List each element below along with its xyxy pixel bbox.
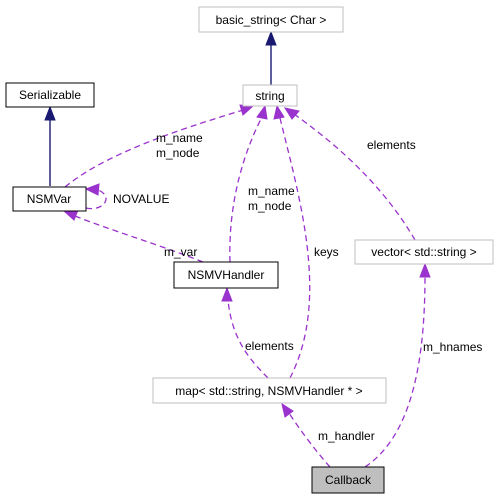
node-map-handler[interactable]: map< std::string, NSMVHandler * > bbox=[152, 377, 387, 404]
label-handler-string-1: m_name bbox=[248, 184, 295, 198]
arrowhead-basic-string bbox=[265, 30, 277, 46]
node-vector-string[interactable]: vector< std::string > bbox=[354, 239, 494, 265]
label-nsmvar-self: NOVALUE bbox=[113, 192, 169, 206]
edge-nsmvar-self bbox=[85, 189, 107, 210]
label-handler-nsmvar: m_var bbox=[164, 245, 197, 259]
node-nsmvhandler[interactable]: NSMVHandler bbox=[173, 261, 279, 289]
node-nsmvhandler-label: NSMVHandler bbox=[188, 268, 265, 282]
label-handler-string-2: m_node bbox=[248, 199, 292, 213]
label-map-string: keys bbox=[314, 245, 339, 259]
arrowhead-nsmvar-self bbox=[84, 183, 100, 196]
usage-edges bbox=[62, 104, 431, 468]
edge-map-to-string bbox=[279, 117, 311, 379]
arrowhead-handler-string bbox=[256, 104, 268, 120]
edge-callback-to-vector bbox=[364, 275, 426, 468]
node-basic-string-label: basic_string< Char > bbox=[216, 13, 327, 27]
edge-handler-to-nsmvar bbox=[74, 215, 204, 263]
node-basic-string[interactable]: basic_string< Char > bbox=[198, 6, 344, 33]
node-map-handler-label: map< std::string, NSMVHandler * > bbox=[175, 384, 362, 398]
edge-callback-to-map bbox=[288, 412, 331, 468]
edge-labels: m_name m_node m_name m_node NOVALUE elem… bbox=[113, 131, 482, 443]
node-string[interactable]: string bbox=[242, 84, 298, 107]
arrowhead-callback-map bbox=[281, 402, 294, 418]
arrowhead-serializable bbox=[44, 105, 56, 121]
edge-nsmvar-to-string bbox=[64, 109, 244, 188]
label-nsmvar-string-1: m_name bbox=[156, 131, 203, 145]
label-map-handler: elements bbox=[245, 339, 294, 353]
node-serializable-label: Serializable bbox=[19, 88, 81, 102]
label-vector-string: elements bbox=[367, 138, 416, 152]
label-nsmvar-string-2: m_node bbox=[156, 146, 200, 160]
edge-handler-to-string bbox=[229, 116, 263, 263]
arrowhead-callback-vector bbox=[419, 262, 431, 278]
edge-vector-to-string bbox=[293, 113, 416, 241]
arrowhead-vector-string bbox=[283, 107, 300, 120]
node-string-label: string bbox=[255, 89, 284, 103]
arrowhead-map-string bbox=[273, 104, 285, 120]
node-vector-string-label: vector< std::string > bbox=[371, 245, 476, 259]
label-callback-map: m_handler bbox=[318, 429, 375, 443]
node-nsmvar[interactable]: NSMVar bbox=[12, 186, 87, 212]
arrowhead-map-handler bbox=[221, 286, 233, 302]
node-serializable[interactable]: Serializable bbox=[5, 82, 95, 108]
node-callback-label: Callback bbox=[325, 473, 372, 487]
label-callback-vector: m_hnames bbox=[423, 340, 482, 354]
inheritance-edges bbox=[44, 30, 277, 186]
node-nsmvar-label: NSMVar bbox=[27, 192, 71, 206]
node-callback[interactable]: Callback bbox=[311, 466, 385, 494]
